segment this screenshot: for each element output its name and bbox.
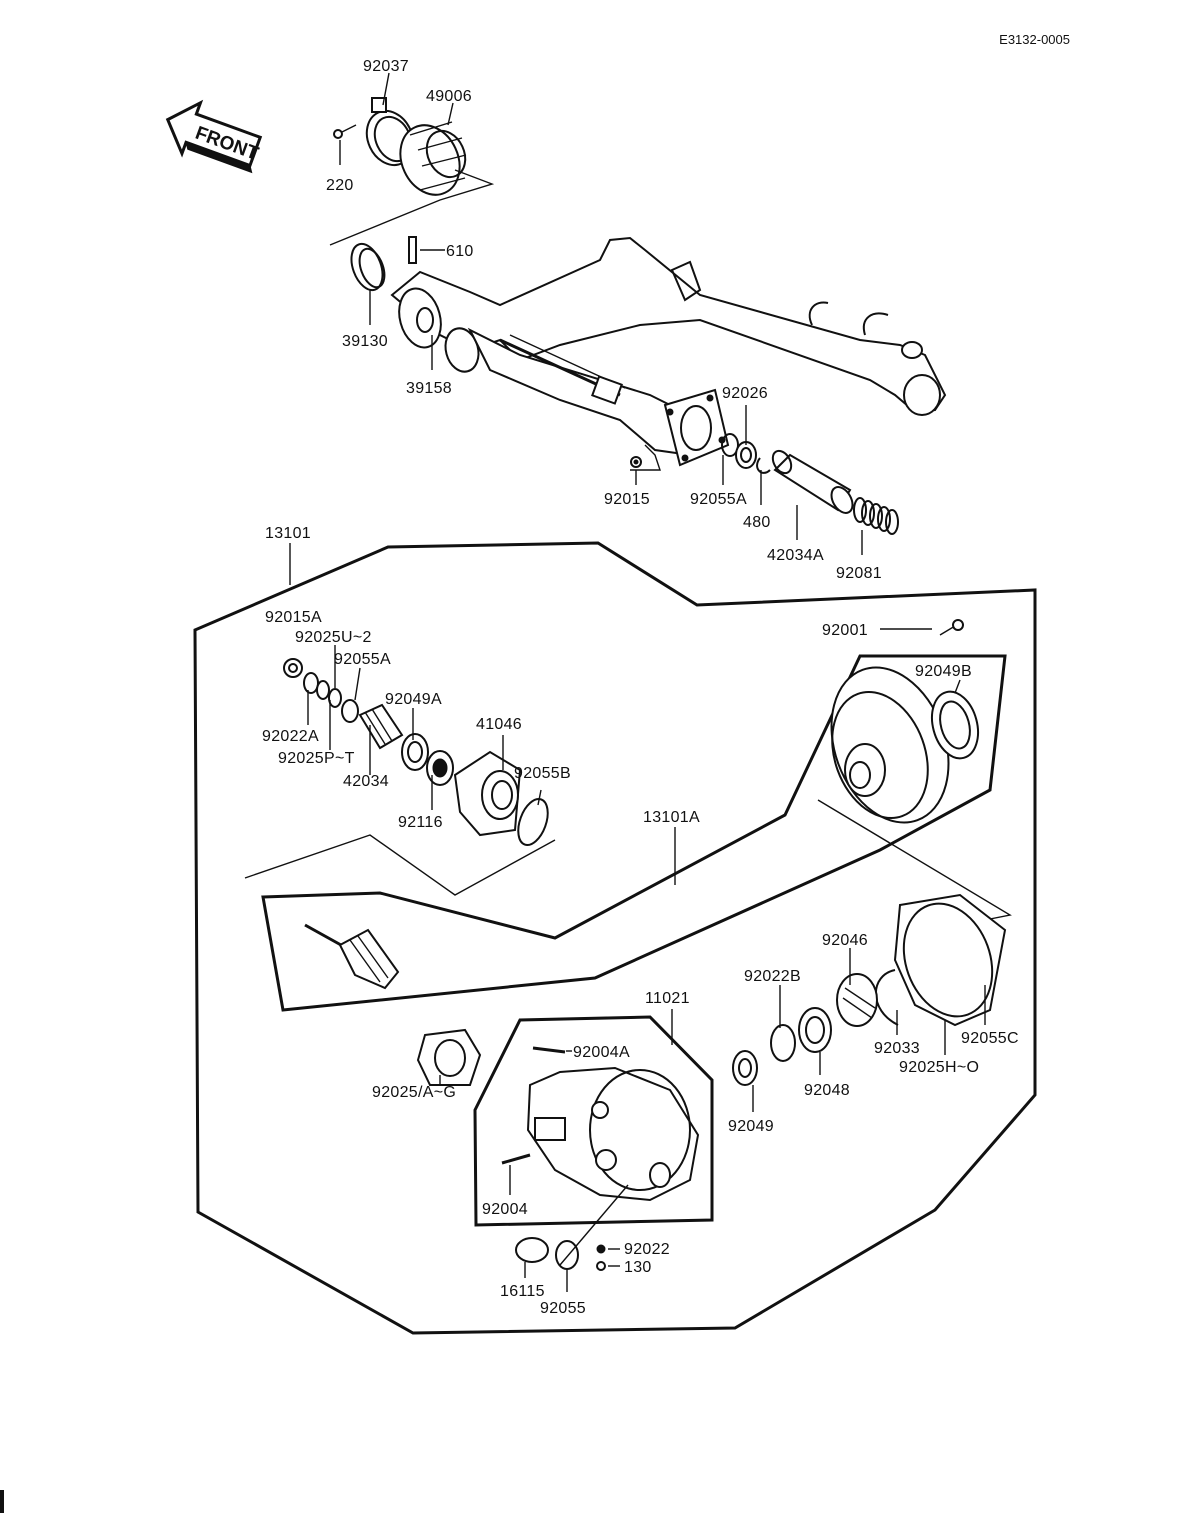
- edge-mark: [0, 1490, 4, 1513]
- label-92046: 92046: [822, 932, 868, 949]
- final-drive-housing: [501, 1046, 700, 1266]
- label-92022: 92022: [624, 1241, 670, 1258]
- label-92116: 92116: [398, 814, 443, 831]
- label-42034: 42034: [343, 773, 389, 790]
- label-42034a: 42034A: [767, 547, 824, 564]
- label-92033: 92033: [874, 1040, 920, 1057]
- leader-lines: [289, 72, 986, 1292]
- label-49006: 49006: [426, 88, 472, 105]
- label-39158: 39158: [406, 380, 452, 397]
- label-92025h-o: 92025H~O: [899, 1059, 979, 1076]
- label-610: 610: [446, 243, 474, 260]
- pinion-parts: [283, 658, 549, 846]
- label-92004: 92004: [482, 1201, 528, 1218]
- label-92026: 92026: [722, 385, 768, 402]
- label-92022b: 92022B: [744, 968, 801, 985]
- label-92025u-2: 92025U~2: [295, 629, 372, 646]
- label-220: 220: [326, 177, 354, 194]
- label-92022a: 92022A: [262, 728, 319, 745]
- part-labels: 92037 49006 220 610 39130 39158 92026 92…: [262, 58, 1019, 1317]
- reference-code: E3132-0005: [999, 32, 1070, 47]
- label-92037: 92037: [363, 58, 409, 75]
- label-92055a: 92055A: [334, 651, 391, 668]
- housing-outline-11021: [473, 1015, 714, 1227]
- assembly-outline-13101: [193, 541, 1037, 1335]
- ring-gear: [830, 619, 980, 824]
- label-130: 130: [624, 1259, 652, 1276]
- label-92081: 92081: [836, 565, 882, 582]
- label-92055c: 92055C: [961, 1030, 1019, 1047]
- swingarm: [350, 236, 947, 471]
- label-480: 480: [743, 514, 771, 531]
- label-92049b: 92049B: [915, 663, 972, 680]
- label-92001: 92001: [822, 622, 868, 639]
- gear-cover: [732, 893, 1007, 1086]
- label-92015a: 92015A: [265, 609, 322, 626]
- gasket-92025-a-g: [416, 1028, 482, 1086]
- label-92025p-t: 92025P~T: [278, 750, 355, 767]
- label-92049a: 92049A: [385, 691, 442, 708]
- label-16115: 16115: [500, 1283, 545, 1300]
- label-39130: 39130: [342, 333, 388, 350]
- pinion-gear: [304, 923, 400, 990]
- label-92025-a-g: 92025/A~G: [372, 1084, 456, 1101]
- flange-small-parts: [630, 433, 899, 535]
- label-92055a-top: 92055A: [690, 491, 747, 508]
- label-92015: 92015: [604, 491, 650, 508]
- label-13101a: 13101A: [643, 809, 700, 826]
- label-92049: 92049: [728, 1118, 774, 1135]
- front-arrow-icon: FRONT: [165, 99, 263, 174]
- label-11021: 11021: [645, 990, 690, 1007]
- label-92004a: 92004A: [573, 1044, 630, 1061]
- label-92048: 92048: [804, 1082, 850, 1099]
- filler-plug-parts: [515, 1237, 606, 1271]
- clamp-boot-group: [329, 97, 495, 246]
- label-13101: 13101: [265, 525, 311, 542]
- label-41046: 41046: [476, 716, 522, 733]
- assembly-outline-13101A: [261, 654, 1007, 1012]
- label-92055: 92055: [540, 1300, 586, 1317]
- label-92055b: 92055B: [514, 765, 571, 782]
